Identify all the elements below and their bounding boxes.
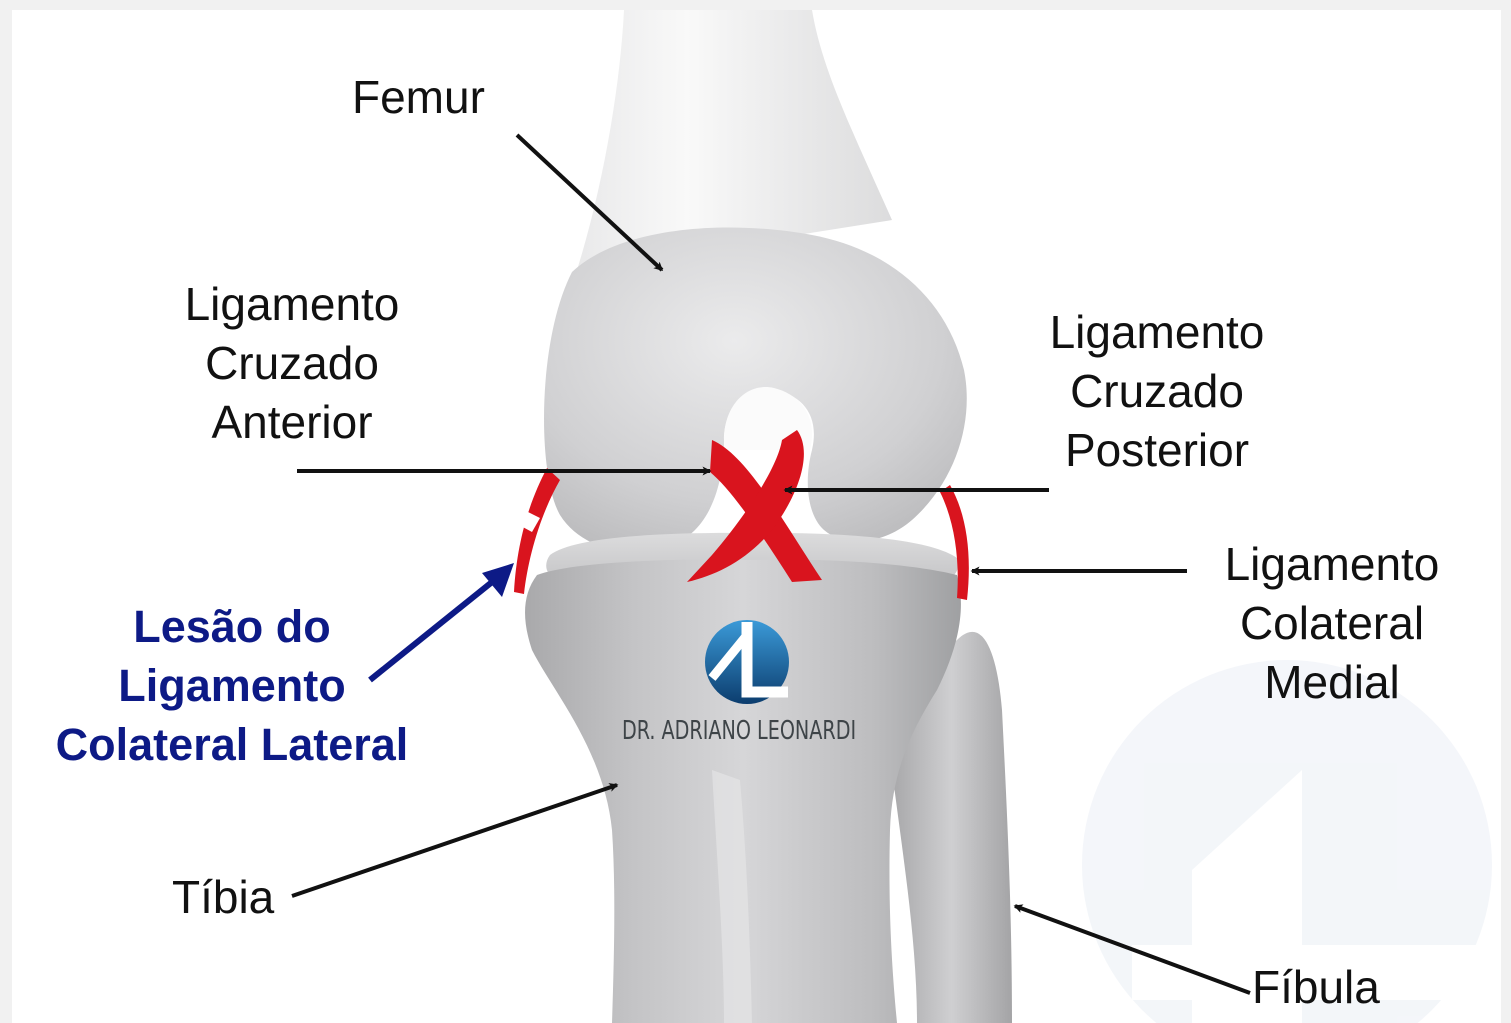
femur-label: Femur: [352, 71, 485, 123]
brand-name: DR. ADRIANO LEONARDI: [622, 716, 857, 746]
femur-arrow: [515, 133, 664, 272]
acl-label: Ligamento Cruzado Anterior: [184, 278, 400, 448]
dr-adriano-leonardi-logo-icon: [705, 620, 789, 704]
knee-illustration: [291, 10, 1492, 1023]
injury-arrow: [368, 567, 509, 683]
watermark-logo-icon: [1082, 660, 1492, 1023]
fibula-bone: [890, 631, 1012, 1023]
femur-shaft: [577, 10, 892, 270]
pcl-label: Ligamento Cruzado Posterior: [1049, 306, 1265, 476]
tibia-bone: [525, 559, 961, 1023]
tibia-arrow: [291, 783, 619, 898]
ligament-tear-gap: [519, 510, 540, 532]
injury-arrowhead: [482, 563, 514, 597]
medial-collateral-ligament: [940, 485, 969, 600]
fibula-arrow: [1013, 904, 1251, 995]
tibia-label: Tíbia: [172, 871, 275, 923]
knee-anatomy-figure: Femur Ligamento Cruzado Anterior Ligamen…: [12, 10, 1501, 1023]
injury-label: Lesão do Ligamento Colateral Lateral: [55, 601, 409, 770]
cruciate-ligaments: [687, 430, 822, 582]
lateral-collateral-ligament-torn: [514, 468, 560, 594]
fibula-label: Fíbula: [1252, 961, 1380, 1013]
mcl-label: Ligamento Colateral Medial: [1224, 538, 1440, 708]
